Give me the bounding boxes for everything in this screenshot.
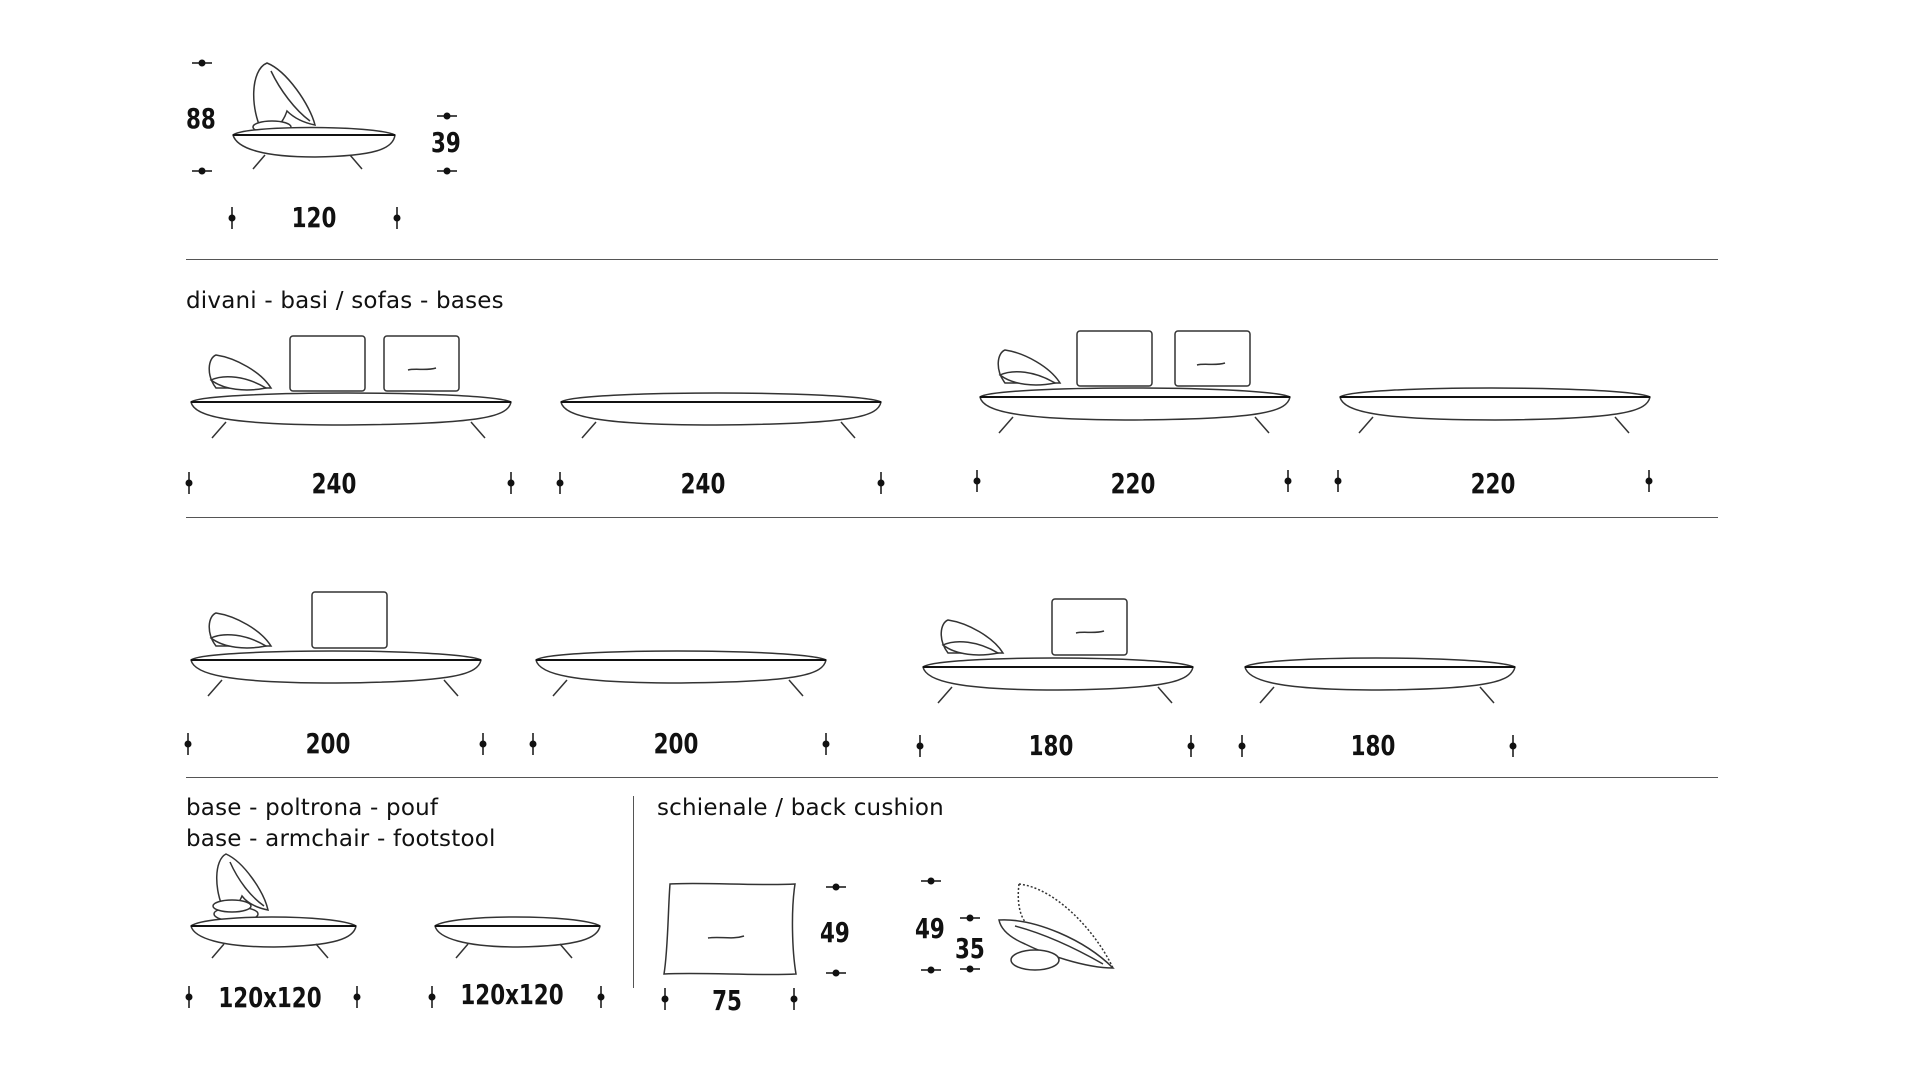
back-cushion-wedge-drawing [998,883,1115,971]
sofa-200-base [535,650,827,697]
chaise-seat-height-value: 39 [431,126,461,159]
dim-tick [1334,470,1342,492]
dim-tick-width-left [228,207,236,229]
dim-tick [1509,735,1517,757]
dim-tick [960,914,980,922]
dim-tick [556,472,564,494]
sofa-240-base [560,392,882,439]
dim-tick [529,733,537,755]
sofa-width-value: 240 [680,467,726,500]
divider-line [186,777,1718,778]
armchair-size-value: 120x120 [218,981,322,1014]
sofa-width-value: 200 [305,727,351,760]
dim-tick [184,733,192,755]
dim-tick [822,733,830,755]
sofa-220-base [1339,387,1651,434]
dim-tick-right-top [437,112,457,120]
dim-tick [185,472,193,494]
dim-tick [1238,735,1246,757]
sofa-180-base [1244,657,1516,704]
sofa-width-value: 240 [311,467,357,500]
section-title-sofas-bases: divani - basi / sofas - bases [186,288,504,314]
dim-tick-left-top [192,59,212,67]
dim-tick-right-bottom [437,167,457,175]
dim-tick [826,969,846,977]
sofa-240-with-backrest [190,335,512,439]
divider-line [186,517,1718,518]
dim-tick [353,986,361,1008]
back-cushion-square-drawing [663,882,797,976]
dim-tick [597,986,605,1008]
dim-tick-left-bottom [192,167,212,175]
sofa-220-with-backrest [979,330,1291,434]
dim-tick [479,733,487,755]
dim-tick [921,877,941,885]
chaise-height-value: 88 [186,102,216,135]
footstool-drawing [434,916,601,959]
cushion-height-value: 49 [820,916,850,949]
vertical-divider [633,796,634,988]
dim-tick [185,986,193,1008]
dim-tick [1645,470,1653,492]
dim-tick [507,472,515,494]
section-title-back-cushion: schienale / back cushion [657,795,944,821]
wedge-thickness-value: 35 [955,932,985,965]
dim-tick [916,735,924,757]
sofa-width-value: 220 [1110,467,1156,500]
wedge-height-value: 49 [915,912,945,945]
chaise-width-value: 120 [291,201,337,234]
sofa-width-value: 180 [1350,729,1396,762]
dim-tick-width-right [393,207,401,229]
dim-tick [960,965,980,973]
section-title-base-armchair-it: base - poltrona - pouf [186,795,439,821]
armchair-drawing [190,853,357,959]
divider-line [186,259,1718,260]
dim-tick [877,472,885,494]
sofa-200-with-backrest [190,591,482,697]
sofa-width-value: 220 [1470,467,1516,500]
sofa-180-with-backrest [922,598,1194,704]
dim-tick [790,988,798,1010]
footstool-size-value: 120x120 [460,978,564,1011]
dim-tick [1187,735,1195,757]
dim-tick [921,966,941,974]
dim-tick [1284,470,1292,492]
section-title-base-armchair-en: base - armchair - footstool [186,826,496,852]
dim-tick [973,470,981,492]
sofa-width-value: 200 [653,727,699,760]
dim-tick [826,883,846,891]
dim-tick [428,986,436,1008]
sofa-width-value: 180 [1028,729,1074,762]
chaise-drawing [232,62,396,170]
cushion-width-value: 75 [712,984,742,1017]
dim-tick [661,988,669,1010]
